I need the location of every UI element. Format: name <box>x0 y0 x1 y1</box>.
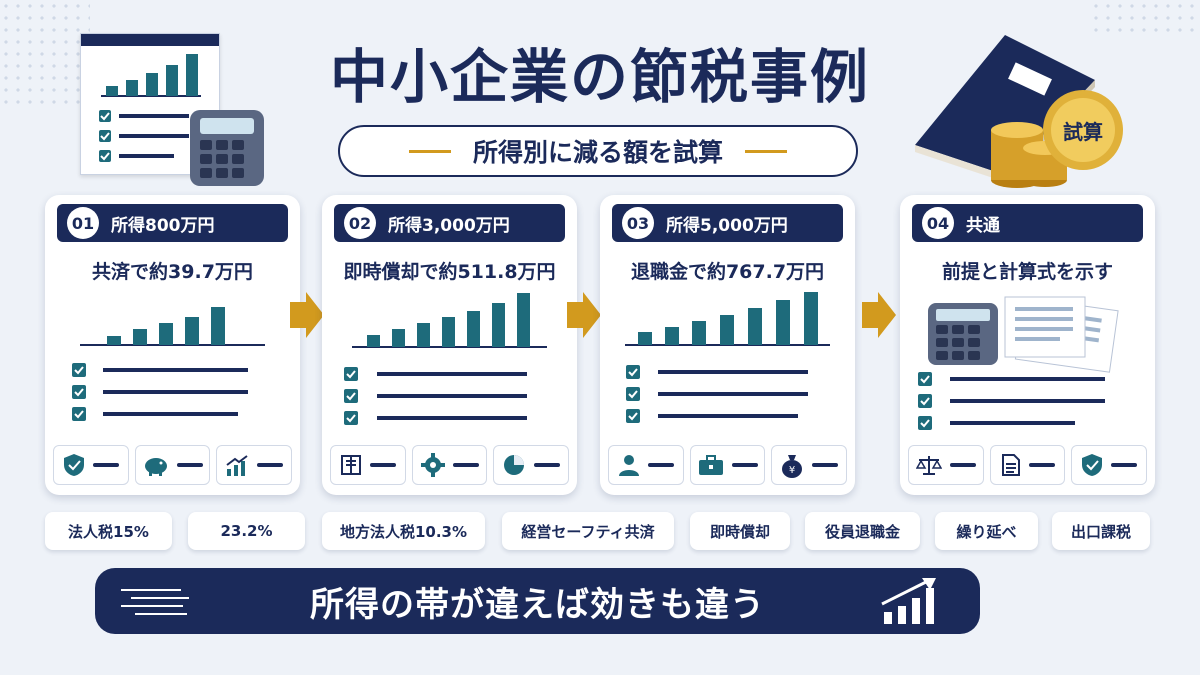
tag-corporate-tax: 法人税15% <box>45 512 172 550</box>
shield-icon-box <box>53 445 129 485</box>
card-number: 03 <box>622 207 654 239</box>
piggy-bank-icon <box>144 458 167 476</box>
briefcase-icon-box <box>689 445 766 485</box>
card-header: 03 所得5,000万円 <box>612 204 843 242</box>
badge-icon <box>1043 90 1123 170</box>
card-number: 04 <box>922 207 954 239</box>
speed-lines-icon <box>121 589 189 615</box>
growth-icon-box <box>216 445 293 485</box>
money-bag-icon: ¥ <box>782 455 803 478</box>
card-label: 所得3,000万円 <box>388 215 510 236</box>
card-headline: 前提と計算式を示す <box>941 261 1113 283</box>
pie-chart-icon <box>504 455 525 475</box>
card-01: 01 所得800万円 共済で約39.7万円 <box>45 195 300 495</box>
badge-label: 試算 <box>1063 120 1103 144</box>
arrow-right-icon <box>862 292 896 338</box>
subtitle-pill: 所得別に減る額を試算 <box>338 125 858 177</box>
money-bag-icon-box: ¥ <box>771 445 848 485</box>
arrow-right-icon <box>567 292 601 338</box>
checklist-icon <box>626 365 808 423</box>
bar-chart-icon <box>352 293 547 348</box>
card-header: 04 共通 <box>912 204 1143 242</box>
dot-pattern <box>0 0 90 110</box>
gear-icon-box <box>411 445 488 485</box>
bar-chart-icon <box>80 307 265 346</box>
tag-safety-mutual-aid: 経営セーフティ共済 <box>502 512 674 550</box>
conclusion-banner: 所得の帯が違えば効きも違う <box>95 568 980 634</box>
card-headline: 共済で約39.7万円 <box>92 261 253 283</box>
page-title: 中小企業の節税事例 <box>329 43 870 111</box>
card-header: 01 所得800万円 <box>57 204 288 242</box>
tag-deferral: 繰り延べ <box>935 512 1038 550</box>
scale-icon <box>915 456 942 475</box>
ledger-icon <box>340 455 361 475</box>
shield-check-icon-box <box>1071 445 1148 485</box>
checklist-icon <box>344 367 527 425</box>
card-header: 02 所得3,000万円 <box>334 204 565 242</box>
card-number: 01 <box>67 207 99 239</box>
ledger-icon-box <box>330 445 406 485</box>
shield-icon <box>63 454 84 476</box>
growth-arrow-icon <box>881 578 936 624</box>
arrow-right-icon <box>290 292 324 338</box>
calculator-documents-icon <box>928 296 1119 373</box>
growth-chart-icon <box>226 455 248 476</box>
card-label: 所得800万円 <box>111 215 215 236</box>
card-label: 共通 <box>966 215 1000 236</box>
tag-exit-taxation: 出口課税 <box>1052 512 1150 550</box>
decor-line <box>408 149 451 153</box>
decor-line <box>745 149 787 153</box>
dot-pattern <box>1090 0 1200 40</box>
tag-local-corporate-tax: 地方法人税10.3% <box>322 512 485 550</box>
pie-icon-box <box>493 445 570 485</box>
subtitle-text: 所得別に減る額を試算 <box>472 138 723 167</box>
report-illustration <box>80 33 220 175</box>
gear-icon <box>420 453 445 477</box>
banner-text: 所得の帯が違えば効きも違う <box>310 584 765 625</box>
card-label: 所得5,000万円 <box>666 215 788 236</box>
briefcase-icon <box>698 455 723 475</box>
card-03: 03 所得5,000万円 退職金で約767.7万円 ¥ <box>600 195 855 495</box>
coins-icon <box>991 122 1067 188</box>
card-04: 04 共通 前提と計算式を示す <box>900 195 1155 495</box>
checklist-icon <box>918 372 1105 430</box>
document-icon-box <box>989 445 1066 485</box>
person-icon <box>618 455 639 476</box>
checklist-icon <box>72 363 248 421</box>
person-icon-box <box>608 445 684 485</box>
piggy-icon-box <box>134 445 211 485</box>
tag-rate: 23.2% <box>188 512 305 550</box>
card-number: 02 <box>344 207 376 239</box>
bar-chart-icon <box>625 292 830 346</box>
shield-check-icon <box>1082 454 1103 476</box>
card-02: 02 所得3,000万円 即時償却で約511.8万円 <box>322 195 577 495</box>
tag-officer-retirement: 役員退職金 <box>805 512 920 550</box>
calculator-icon <box>190 110 264 186</box>
tag-immediate-depreciation: 即時償却 <box>690 512 790 550</box>
card-headline: 退職金で約767.7万円 <box>630 261 825 283</box>
card-headline: 即時償却で約511.8万円 <box>343 261 556 283</box>
scale-icon-box <box>908 445 984 485</box>
svg-text:¥: ¥ <box>789 465 795 476</box>
book-coins-illustration <box>915 35 1123 188</box>
document-icon <box>1001 454 1020 476</box>
